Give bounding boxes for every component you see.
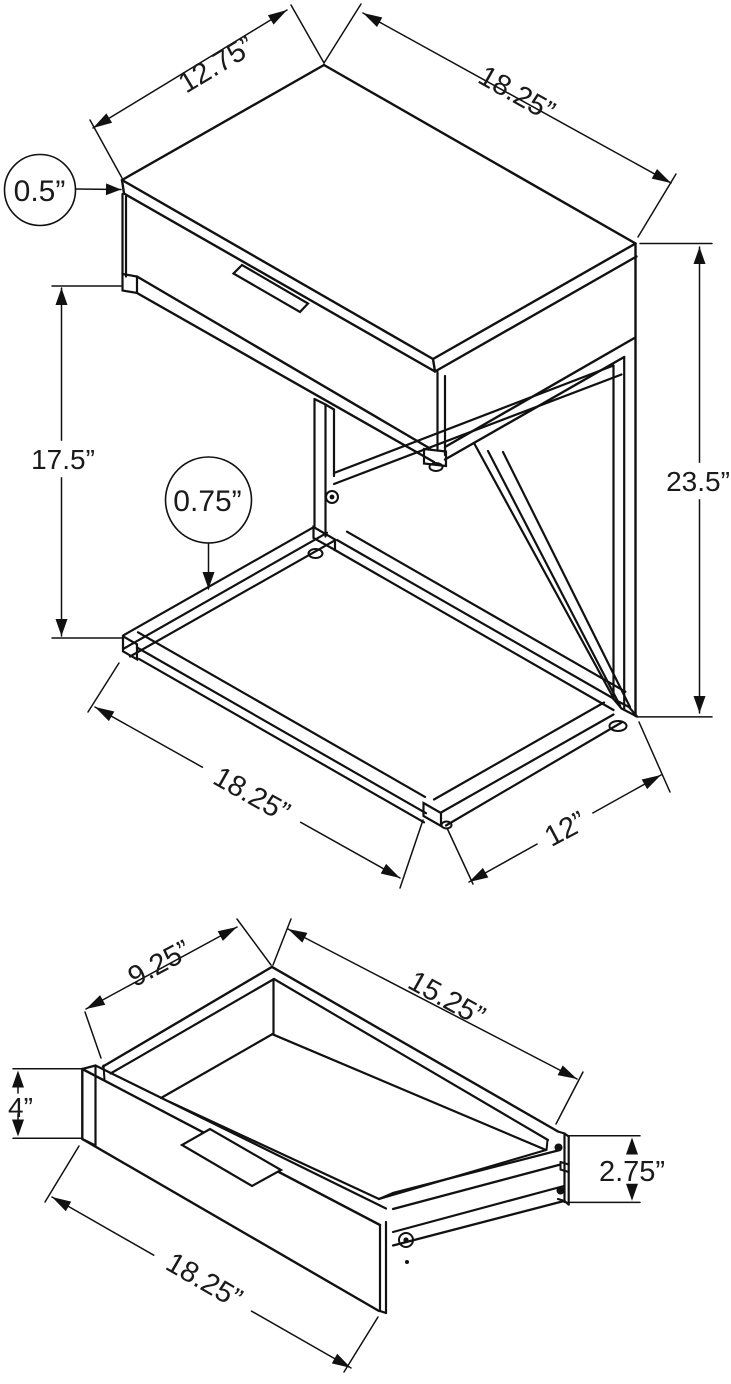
svg-text:23.5”: 23.5”	[666, 466, 730, 497]
svg-text:2.75”: 2.75”	[599, 1156, 665, 1188]
svg-text:0.5”: 0.5”	[14, 175, 66, 208]
svg-text:4”: 4”	[8, 1092, 33, 1123]
svg-text:17.5”: 17.5”	[31, 444, 95, 475]
svg-text:0.75”: 0.75”	[173, 485, 241, 518]
